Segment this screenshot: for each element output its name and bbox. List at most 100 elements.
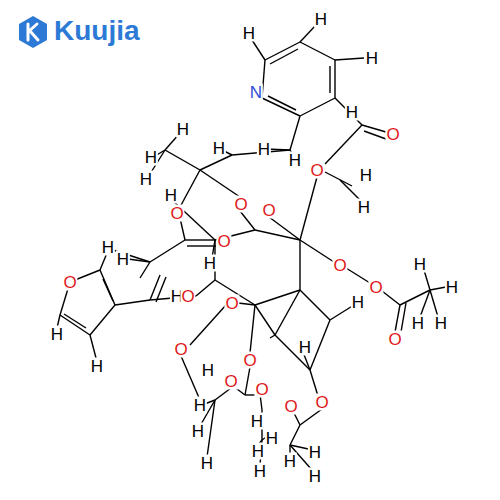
- bond-line: [90, 305, 115, 335]
- bond-line: [430, 287, 446, 290]
- atom-label: H: [201, 362, 215, 379]
- atom-label: H: [250, 413, 264, 430]
- bond-line: [300, 240, 334, 262]
- bond-line: [364, 131, 386, 139]
- atom-label: O: [309, 162, 324, 179]
- bond-line: [340, 180, 360, 200]
- bond-line: [207, 400, 215, 457]
- bond-line: [200, 155, 232, 170]
- bond-line: [430, 290, 438, 317]
- bond-line: [187, 245, 216, 246]
- atom-label: O: [387, 331, 402, 348]
- bond-line: [382, 291, 400, 305]
- bond-line: [252, 40, 265, 60]
- bond-line: [334, 60, 335, 98]
- atom-label: H: [357, 199, 371, 216]
- bond-line: [401, 303, 406, 332]
- bond-line: [270, 49, 298, 64]
- atom-label: H: [434, 315, 448, 332]
- bond-line: [325, 172, 352, 186]
- bond-line: [100, 270, 115, 305]
- atom-label: O: [180, 288, 195, 305]
- bond-line: [185, 239, 216, 240]
- bond-line: [329, 66, 330, 93]
- atom-label: H: [164, 187, 178, 204]
- logo-text: Kuujia: [54, 17, 140, 45]
- bond-line: [190, 305, 226, 345]
- atom-label: H: [251, 443, 265, 460]
- bond-line: [215, 388, 231, 400]
- bond-line: [196, 280, 215, 296]
- atom-label: O: [216, 233, 231, 250]
- atom-label: O: [62, 274, 77, 291]
- atom-label: H: [413, 256, 427, 273]
- bond-line: [268, 96, 296, 110]
- bond-line: [300, 290, 330, 320]
- bond-line: [156, 277, 166, 302]
- bond-line: [270, 335, 275, 338]
- atom-label: H: [193, 397, 207, 414]
- atom-label: O: [332, 257, 347, 274]
- atom-label: O: [385, 126, 400, 143]
- atom-label: O: [261, 202, 276, 219]
- atom-label: H: [176, 121, 190, 138]
- atom-label: O: [169, 205, 184, 222]
- atom-label: H: [411, 315, 425, 332]
- bond-line: [140, 262, 150, 278]
- bond-line: [290, 116, 300, 150]
- atom-label: H: [200, 455, 214, 472]
- bond-line: [100, 253, 107, 270]
- logo-icon: [19, 16, 47, 48]
- atom-label: H: [298, 339, 312, 356]
- atom-label: H: [139, 171, 153, 188]
- bond-line: [275, 290, 300, 335]
- bond-line: [64, 314, 86, 328]
- bond-line: [262, 98, 300, 116]
- bond-line: [255, 230, 300, 240]
- atom-label: H: [308, 468, 322, 485]
- bond-line: [180, 170, 200, 207]
- atom-label: O: [242, 352, 257, 369]
- bond-line: [310, 320, 330, 370]
- bond-line: [150, 240, 185, 262]
- atom-label: H: [90, 358, 104, 375]
- atom-label: H: [203, 255, 217, 272]
- atom-label: O: [283, 398, 298, 415]
- atom-label: H: [345, 104, 359, 121]
- atom-label: H: [365, 50, 379, 67]
- bond-line: [395, 305, 400, 332]
- bond-line: [200, 170, 240, 197]
- atom-label: H: [314, 11, 328, 28]
- bond-line: [181, 356, 200, 400]
- bond-line: [299, 240, 300, 290]
- atom-label: N: [249, 84, 263, 101]
- atom-label: O: [223, 373, 238, 390]
- bond-line: [250, 305, 255, 353]
- atom-label: O: [368, 279, 383, 296]
- atom-label: H: [288, 152, 302, 169]
- bond-line: [300, 177, 317, 240]
- atom-label: H: [144, 149, 158, 166]
- bond-line: [300, 98, 335, 116]
- atom-label: H: [351, 294, 365, 311]
- atom-label: O: [224, 295, 239, 312]
- bond-line: [245, 367, 250, 395]
- atom-label: H: [253, 463, 267, 480]
- atom-label: O: [173, 341, 188, 358]
- bond-line: [420, 290, 430, 317]
- bond-line: [325, 125, 362, 164]
- bond-line: [346, 268, 370, 283]
- bond-line: [165, 150, 200, 170]
- bond-line: [240, 211, 255, 230]
- bond-line: [300, 409, 322, 425]
- atom-label: H: [191, 423, 205, 440]
- atom-label: H: [212, 140, 226, 157]
- atom-label: O: [254, 381, 269, 398]
- bond-line: [103, 279, 113, 301]
- atom-label: H: [359, 167, 373, 184]
- atom-label: H: [445, 279, 459, 296]
- bond-line: [60, 315, 90, 335]
- atom-label: H: [50, 326, 64, 343]
- atom-label: H: [265, 430, 279, 447]
- atom-label: H: [283, 453, 297, 470]
